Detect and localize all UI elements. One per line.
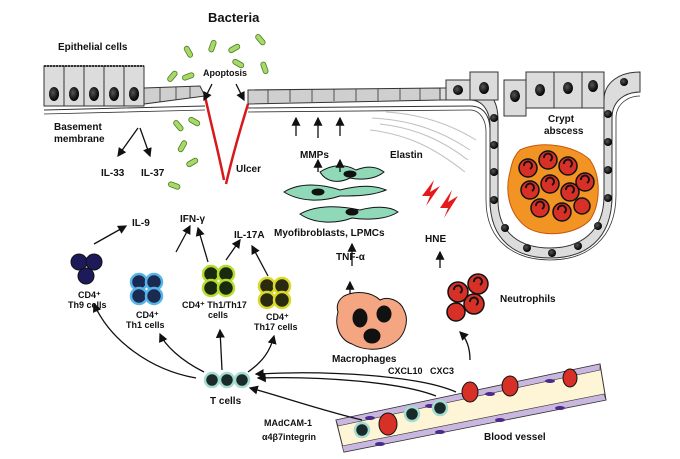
label-th9-2: Th9 cells [68, 300, 107, 310]
label-th1th17-2: cells [208, 310, 228, 320]
crypt-abscess [507, 144, 599, 235]
label-th1-1: CD4⁺ [136, 310, 159, 320]
epithelium [43, 65, 641, 261]
label-integrin: α4β7integrin [262, 432, 316, 442]
label-madcam1: MAdCAM-1 [264, 418, 312, 428]
label-myofibroblasts: Myofibroblasts, LPMCs [274, 228, 385, 239]
macrophages [336, 292, 407, 350]
label-bacteria: Bacteria [208, 10, 260, 25]
label-elastin: Elastin [390, 150, 423, 161]
label-mmps: MMPs [300, 150, 329, 161]
blood-vessel [335, 363, 607, 453]
th17-cells [257, 276, 292, 310]
label-il9: IL-9 [132, 218, 150, 229]
elastin-fibers [369, 111, 477, 173]
label-blood-vessel: Blood vessel [484, 432, 546, 443]
myofibroblasts [283, 165, 399, 223]
hne-bolts [422, 180, 458, 218]
label-th17-2: Th17 cells [254, 322, 298, 332]
label-cxcl10: CXCL10 [388, 366, 423, 376]
label-t-cells: T cells [210, 396, 242, 407]
label-th17-1: CD4⁺ [266, 312, 289, 322]
label-cxc3: CXC3 [430, 366, 454, 376]
label-basement-membrane-1: Basement [54, 122, 102, 133]
label-hne: HNE [425, 234, 446, 245]
th1-cells [129, 272, 164, 306]
label-crypt-1: Crypt [548, 114, 575, 125]
label-th1th17-1: CD4⁺ Th1/Th17 [182, 300, 247, 310]
label-th9-1: CD4⁺ [78, 290, 101, 300]
t-cells [203, 371, 251, 389]
label-il17a: IL-17A [234, 230, 265, 241]
arrows [93, 83, 471, 421]
ulcer [203, 95, 250, 185]
label-neutrophils: Neutrophils [500, 294, 556, 305]
label-epithelial-cells: Epithelial cells [58, 42, 128, 53]
epithelial-cells-right [445, 71, 605, 117]
flattened-epithelium-left [143, 85, 206, 105]
th9-cells [70, 253, 103, 285]
label-tnf-alpha: TNF-α [336, 252, 366, 263]
label-crypt-2: abscess [544, 126, 584, 137]
label-ulcer: Ulcer [236, 164, 261, 175]
th1th17-cells [201, 264, 236, 298]
label-il33: IL-33 [101, 168, 125, 179]
bacteria-group [167, 34, 269, 190]
label-apoptosis: Apoptosis [203, 68, 247, 78]
neutrophils-cluster [446, 273, 489, 322]
label-th1-2: Th1 cells [126, 320, 165, 330]
label-basement-membrane-2: membrane [54, 134, 105, 145]
label-ifn-gamma: IFN-γ [180, 214, 205, 225]
label-il37: IL-37 [141, 168, 165, 179]
flattened-epithelium-mid [247, 87, 441, 105]
label-macrophages: Macrophages [332, 354, 397, 365]
epithelial-cells-left [43, 65, 145, 107]
